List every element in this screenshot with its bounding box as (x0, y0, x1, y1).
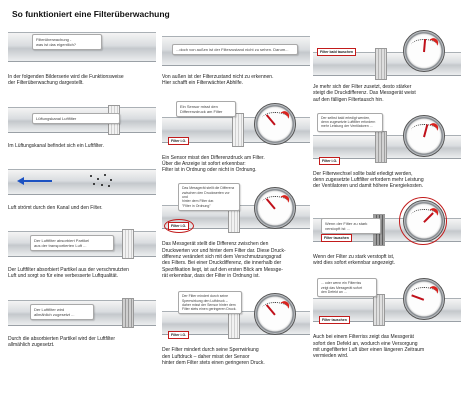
speech-bubble: Ein Sensor misst den Differenzdruck am F… (176, 100, 236, 117)
panel-8: Das Messgerät stellt die Differenz zwisc… (162, 181, 310, 241)
panel-13-caption: Auch bei einem Filterriss zeigt das Mess… (313, 334, 425, 360)
panel-7: Ein Sensor misst den Differenzdruck am F… (162, 95, 310, 155)
panel-11: Der selbst bald erledigt werden, denn zu… (313, 111, 461, 171)
panel-2: Lüftungskanal Luftfilter (8, 103, 156, 143)
panel-9-caption: Der Filter mindert durch seine Sperrwirk… (162, 347, 265, 366)
panel-8-caption: Das Messgerät stellt die Differenz zwisc… (162, 241, 286, 279)
status-tag: Filter i.O. (168, 331, 190, 340)
pressure-gauge (403, 114, 445, 157)
panel-7-caption: Ein Sensor misst den Differenzdruck am F… (162, 154, 265, 174)
pressure-gauge (403, 278, 445, 321)
panel-3 (8, 165, 156, 205)
air-filter (373, 294, 385, 327)
panel-10: Filter bald tauschen (313, 26, 461, 84)
status-tag: Filter i.O. (168, 136, 190, 145)
speech-bubble: Filterüberwachung - was ist das eigentli… (32, 34, 102, 50)
page-title: So funktioniert eine Filterüberwachung (12, 9, 170, 19)
speech-bubble: ... oder wenn ein Filterriss zeigt das M… (317, 278, 377, 298)
column-3: Filter bald tauschen Je mehr sich der Fi… (313, 26, 461, 360)
air-filter (122, 297, 134, 328)
duct-image (8, 168, 156, 195)
pressure-gauge (254, 187, 296, 230)
speech-bubble: Lüftungskanal Luftfilter (32, 112, 120, 124)
panel-5: Der Luftfilter wird allmählich zugesetzt… (8, 296, 156, 336)
status-tag: Filter tauschen (321, 233, 352, 242)
pressure-gauge (254, 293, 296, 336)
pressure-gauge (403, 30, 445, 72)
status-tag: Filter tauschen (319, 316, 350, 325)
panel-12: Wenn der Filter zu stark verstopft ist .… (313, 196, 461, 254)
air-filter (375, 48, 387, 80)
panel-11-caption: Der Filterwechsel sollte bald erledigt w… (313, 170, 424, 190)
panel-2-caption: Im Lüftungskanal befindet sich ein Luftf… (8, 142, 104, 149)
panel-4: Der Luftfilter absorbiert Partikel aus d… (8, 227, 156, 267)
speech-bubble: Wenn der Filter zu stark verstopft ist .… (321, 217, 381, 234)
status-tag: Filter i.O. (168, 222, 190, 231)
speech-bubble: Der selbst bald erledigt werden, denn zu… (317, 112, 383, 132)
panel-12-caption: Wenn der Filter zu stark verstopft ist, … (313, 253, 395, 267)
panel-6: ...doch von außen ist der Filterzustand … (162, 26, 310, 74)
panel-5-caption: Durch die absorbierten Partikel wird der… (8, 335, 115, 349)
air-filter (122, 229, 134, 260)
panel-1: Filterüberwachung - was ist das eigentli… (8, 26, 156, 74)
status-tag: Filter i.O. (319, 156, 341, 165)
panel-4-caption: Der Luftfilter absorbiert Partikel aus d… (8, 267, 129, 280)
highlight-ring (399, 196, 447, 245)
panel-13: ... oder wenn ein Filterriss zeigt das M… (313, 274, 461, 334)
speech-bubble: Das Messgerät stellt die Differenz zwisc… (178, 183, 240, 211)
air-filter (375, 130, 387, 163)
airflow-arrow-shaft (22, 179, 52, 182)
highlight-ring (164, 219, 194, 234)
speech-bubble: Der Luftfilter wird allmählich zugesetzt… (30, 303, 94, 320)
panel-3-caption: Luft strömt durch den Kanal und den Filt… (8, 204, 103, 211)
speech-bubble: Der Filter mindert durch seine Sperrwirk… (178, 291, 242, 315)
status-tag: Filter bald tauschen (317, 48, 357, 56)
panel-1-caption: In der folgenden Bilderserie wird die Fu… (8, 74, 124, 87)
speech-bubble: Der Luftfilter absorbiert Partikel aus d… (30, 235, 114, 252)
air-filter (232, 112, 244, 147)
speech-bubble: ...doch von außen ist der Filterzustand … (172, 44, 298, 55)
panel-10-caption: Je mehr sich der Filter zusetzt, desto s… (313, 84, 416, 103)
column-1: Filterüberwachung - was ist das eigentli… (8, 26, 156, 348)
particles (88, 173, 118, 189)
column-2: ...doch von außen ist der Filterzustand … (162, 26, 310, 366)
airflow-arrow-icon (17, 176, 24, 185)
panel-6-caption: Von außen ist der Filterzustand nicht zu… (162, 74, 274, 87)
panel-9: Der Filter mindert durch seine Sperrwirk… (162, 287, 310, 347)
pressure-gauge (254, 102, 296, 145)
